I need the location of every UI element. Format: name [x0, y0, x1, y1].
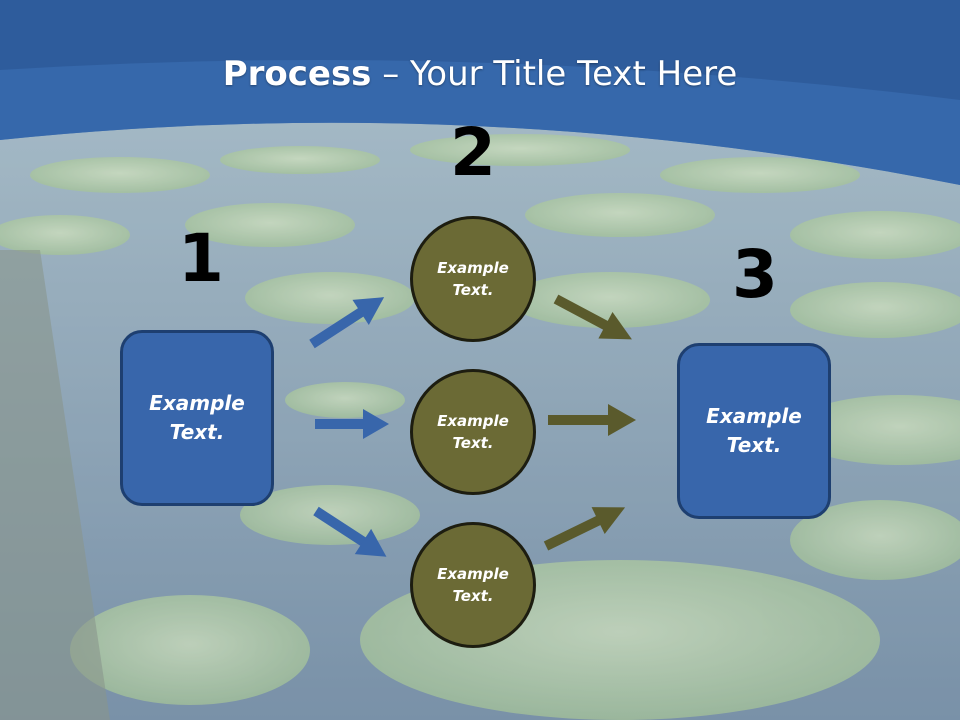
title-bold: Process — [222, 54, 372, 94]
title-rest: – Your Title Text Here — [371, 54, 738, 94]
step-number-1: 1 — [178, 220, 224, 297]
process-circle-bottom[interactable]: Example Text. — [410, 522, 536, 648]
process-circle-top[interactable]: Example Text. — [410, 216, 536, 342]
step-number-3: 3 — [732, 236, 778, 313]
circle-bottom-text: Example Text. — [437, 564, 509, 606]
start-box-text: Example Text. — [149, 391, 245, 444]
process-circle-middle[interactable]: Example Text. — [410, 369, 536, 495]
step-number-2: 2 — [450, 114, 496, 191]
circle-top-text: Example Text. — [437, 258, 509, 300]
start-box[interactable]: Example Text. — [120, 330, 274, 506]
circle-middle-text: Example Text. — [437, 411, 509, 453]
end-box-text: Example Text. — [706, 404, 802, 457]
end-box[interactable]: Example Text. — [677, 343, 831, 519]
slide-title: Process – Your Title Text Here — [0, 54, 960, 94]
